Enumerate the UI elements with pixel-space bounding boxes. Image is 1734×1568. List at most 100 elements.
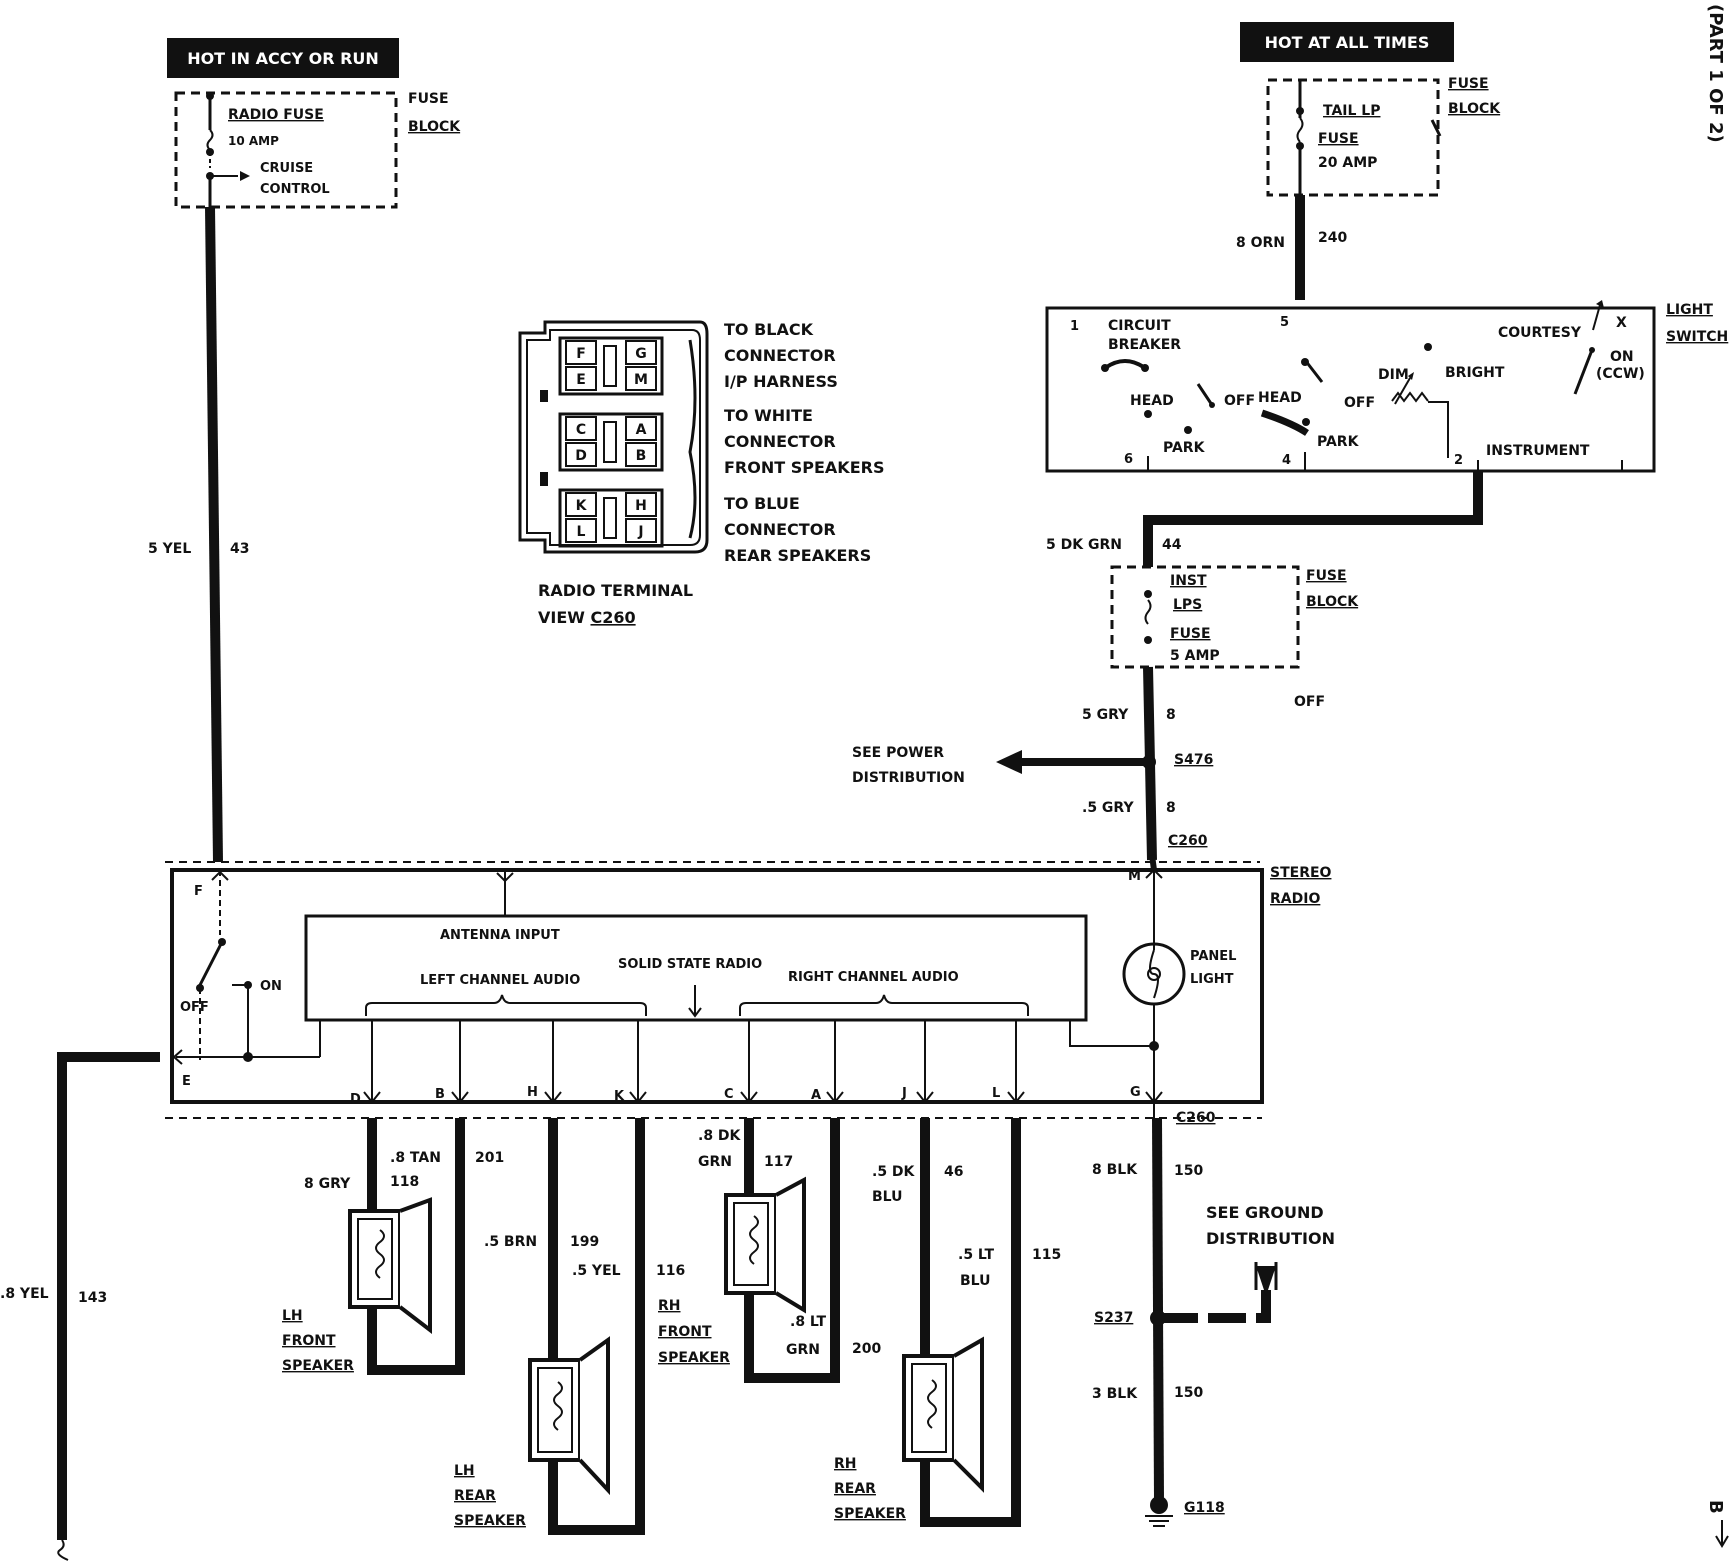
ls-pin-5: 5 [1280, 315, 1289, 330]
wire-143-end [57, 1539, 69, 1561]
ls-dim: DIM [1378, 367, 1409, 383]
radio-fuse-rating: 10 AMP [228, 134, 279, 148]
inst-label-2: LPS [1173, 597, 1202, 613]
wire-5-dk-grn-label: 5 DK GRN [1046, 537, 1122, 553]
see-power-2: DISTRIBUTION [852, 770, 965, 786]
see-ground-1: SEE GROUND [1206, 1203, 1324, 1222]
ls-off-2: OFF [1344, 395, 1375, 411]
wire-8-label-a: 8 [1166, 707, 1176, 723]
light-switch-title-1: LIGHT [1666, 302, 1713, 318]
terminal-pin-h: H [635, 498, 647, 514]
c260-bottom-label: C260 [1176, 1110, 1216, 1126]
rh-front-speaker [724, 1176, 806, 1314]
ls-off-1: OFF [1224, 393, 1255, 409]
terminal-pin-g: G [635, 346, 647, 362]
tail-lp-label: TAIL LP [1323, 103, 1380, 119]
wire-8-orn-label: 8 ORN [1236, 235, 1285, 251]
to-white-3: FRONT SPEAKERS [724, 458, 884, 477]
off-note: OFF [1294, 694, 1325, 710]
continues-arrow [1715, 1520, 1729, 1548]
wire-blu2-label: BLU [960, 1273, 990, 1289]
lh-rear-2: REAR [454, 1488, 496, 1504]
inst-label-3: FUSE [1170, 626, 1211, 642]
ls-head-2: HEAD [1258, 390, 1302, 406]
radio-pin-b: B [435, 1087, 445, 1102]
lh-front-3: SPEAKER [282, 1358, 354, 1374]
tail-fuse-block-2: BLOCK [1448, 101, 1501, 117]
to-white-2: CONNECTOR [724, 432, 836, 451]
radio-fuse-block [174, 91, 398, 209]
wire-5-dk-label: .5 DK [872, 1164, 916, 1180]
wire-8-dk-label: .8 DK [698, 1128, 742, 1144]
tail-fuse-label: FUSE [1318, 131, 1359, 147]
lh-front-2: FRONT [282, 1333, 336, 1349]
ls-pin-6: 6 [1124, 452, 1133, 467]
wire-46-label: 46 [944, 1164, 963, 1180]
terminal-pin-l: L [577, 524, 586, 540]
wire-150-label-a: 150 [1174, 1163, 1203, 1179]
to-blue-2: CONNECTOR [724, 520, 836, 539]
terminal-caption-1: RADIO TERMINAL [538, 581, 693, 600]
lh-front-speaker [348, 1197, 432, 1335]
wire-5-dk-grn-44 [1143, 472, 1483, 567]
tail-fuse-block-1: FUSE [1448, 76, 1489, 92]
ls-bright: BRIGHT [1445, 365, 1505, 381]
terminal-pin-e: E [576, 372, 586, 388]
rh-front-1: RH [658, 1298, 681, 1314]
terminal-pin-f: F [576, 346, 586, 362]
s476-label: S476 [1174, 752, 1213, 768]
stereo-radio-title-1: STEREO [1270, 865, 1332, 881]
terminal-pin-k: K [576, 498, 588, 514]
wire-5-yel-43 [205, 206, 223, 863]
wire-c260-to-m [1149, 854, 1157, 871]
ground-distribution-wire [1158, 1290, 1271, 1323]
antenna-input-label: ANTENNA INPUT [440, 928, 560, 943]
wire-blu-label: BLU [872, 1189, 902, 1205]
ls-head-1: HEAD [1130, 393, 1174, 409]
wire-grn-label: GRN [698, 1154, 732, 1170]
ls-circuit-1: CIRCUIT [1108, 318, 1171, 334]
s237-label: S237 [1094, 1310, 1133, 1326]
rh-rear-3: SPEAKER [834, 1506, 906, 1522]
radio-fuse-block-2: BLOCK [408, 119, 461, 135]
rh-rear-2: REAR [834, 1481, 876, 1497]
radio-pin-a: A [811, 1088, 821, 1103]
ls-x: X [1616, 315, 1627, 331]
terminal-pin-b: B [636, 448, 647, 464]
lh-front-1: LH [282, 1308, 303, 1324]
ls-park-1: PARK [1163, 440, 1206, 456]
radio-pin-m: M [1128, 869, 1141, 884]
inst-fuse-block-1: FUSE [1306, 568, 1347, 584]
wire-3-blk-label: 3 BLK [1092, 1386, 1138, 1402]
radio-pin-g: G [1130, 1085, 1141, 1100]
wire-8-gry-label: 8 GRY [304, 1176, 351, 1192]
c260-top-label: C260 [1168, 833, 1208, 849]
ls-on: ON [1610, 349, 1634, 365]
wire-8-blk-150 [1152, 1117, 1164, 1501]
wire-43-label: 43 [230, 541, 249, 557]
wire-5-brn-label: .5 BRN [484, 1234, 537, 1250]
power-distribution-arrow [996, 750, 1022, 774]
radio-pin-j: J [901, 1086, 907, 1101]
rh-front-3: SPEAKER [658, 1350, 730, 1366]
wire-8-yel-label: .8 YEL [0, 1286, 49, 1302]
radio-off-label: OFF [180, 1000, 209, 1015]
to-blue-3: REAR SPEAKERS [724, 546, 871, 565]
wire-8-blk-label: 8 BLK [1092, 1162, 1138, 1178]
to-blue-1: TO BLUE [724, 494, 800, 513]
ground-g118 [1145, 1496, 1173, 1527]
radio-pin-f: F [194, 884, 203, 899]
wire-115-label: 115 [1032, 1247, 1061, 1263]
left-channel-label: LEFT CHANNEL AUDIO [420, 973, 580, 988]
to-black-3: I/P HARNESS [724, 372, 838, 391]
continues-label: B [1705, 1500, 1726, 1514]
wire-116-label: 116 [656, 1263, 685, 1279]
hot-accy-run-label: HOT IN ACCY OR RUN [187, 49, 379, 68]
g118-label: G118 [1184, 1500, 1225, 1516]
wire-201-label: 201 [475, 1150, 504, 1166]
panel-light-1: PANEL [1190, 949, 1236, 964]
ground-distribution-arrow [1256, 1266, 1276, 1296]
terminal-pin-j: J [637, 524, 643, 540]
inst-fuse-block-2: BLOCK [1306, 594, 1359, 610]
